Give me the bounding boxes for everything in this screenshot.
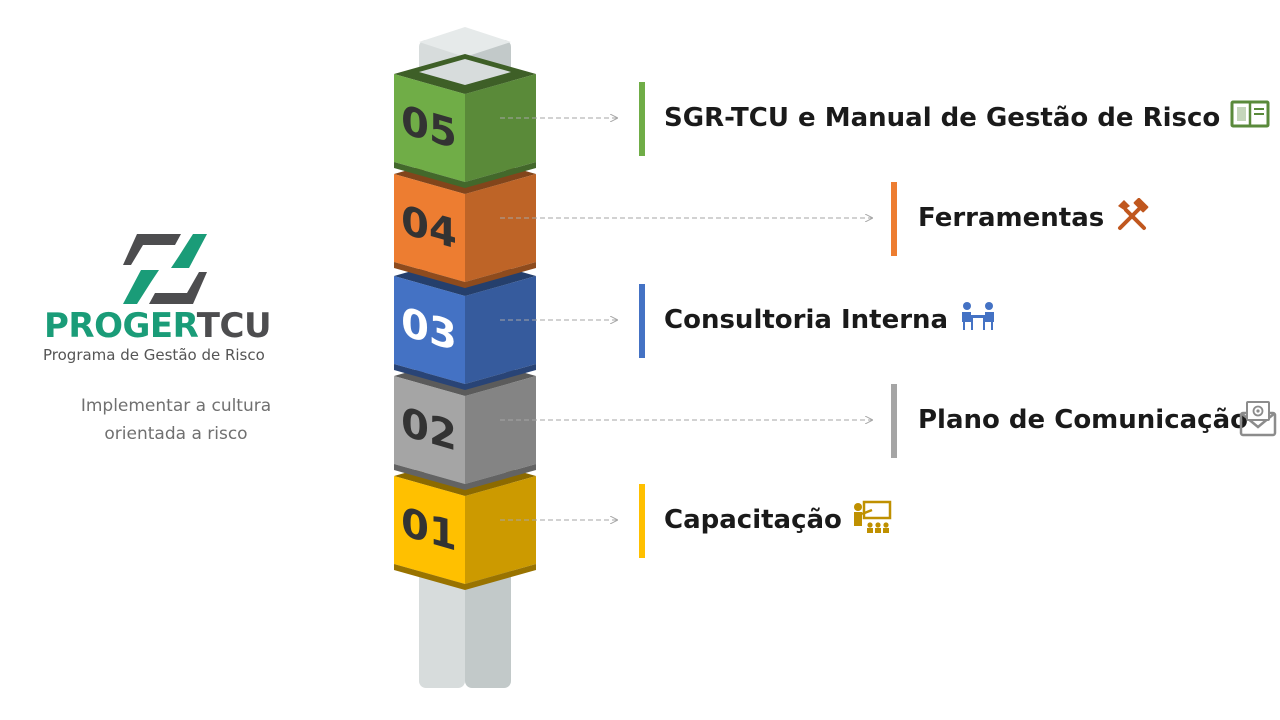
- stage-accent-bar-04: [891, 182, 897, 256]
- logo-name: PROGERTCU: [44, 306, 304, 346]
- tools-icon: [1118, 198, 1149, 230]
- hexagon-logo-icon: [123, 234, 207, 304]
- logo-subtitle: Programa de Gestão de Risco: [43, 346, 265, 364]
- tagline: Implementar a cultura orientada a risco: [30, 392, 322, 448]
- stage-accent-bar-03: [639, 284, 645, 358]
- stage-band-05: 05: [394, 54, 536, 188]
- stage-band-02: 02: [394, 356, 536, 490]
- tagline-line2: orientada a risco: [104, 424, 248, 444]
- logo-name-part1: PROGER: [44, 306, 197, 346]
- stage-label-04: Ferramentas: [918, 203, 1105, 233]
- stage-label-01: Capacitação: [664, 505, 842, 535]
- stage-label-05: SGR-TCU e Manual de Gestão de Risco: [664, 103, 1221, 133]
- stage-label-02: Plano de Comunicação: [918, 405, 1248, 435]
- logo-name-part2: TCU: [196, 306, 272, 346]
- stage-accent-bar-01: [639, 484, 645, 558]
- meeting-icon: [962, 302, 995, 330]
- email-icon: [1239, 401, 1277, 437]
- stage-accent-bar-05: [639, 82, 645, 156]
- stage-label-03: Consultoria Interna: [664, 305, 949, 335]
- training-icon: [853, 500, 892, 533]
- book-icon: [1230, 100, 1270, 128]
- stage-accent-bar-02: [891, 384, 897, 458]
- tagline-line1: Implementar a cultura: [80, 396, 272, 416]
